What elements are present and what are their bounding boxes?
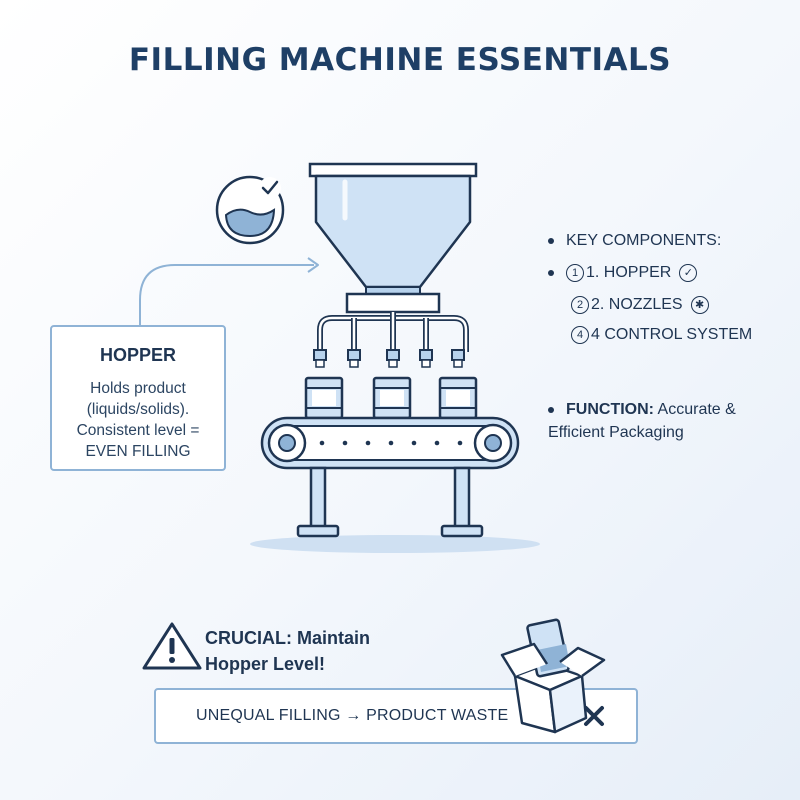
container xyxy=(438,376,478,420)
number-circle-icon: 4 xyxy=(571,326,589,344)
machine-shadow xyxy=(250,535,540,553)
bullet-icon xyxy=(548,237,554,244)
hopper xyxy=(308,162,478,314)
asterisk-circle-icon: ✱ xyxy=(690,296,709,314)
hopper-callout-heading: HOPPER xyxy=(99,345,177,365)
waste-box-icon xyxy=(500,618,606,734)
component-label: 1. HOPPER xyxy=(586,264,672,281)
nozzles xyxy=(313,349,465,368)
hopper-callout-description: Holds product (liquids/solids). Consiste… xyxy=(76,380,200,460)
warning-line-1: CRUCIAL: Maintain xyxy=(205,628,370,648)
page-title: FILLING MACHINE ESSENTIALS xyxy=(128,42,672,78)
waste-note-text: UNEQUAL FILLING → PRODUCT WASTE xyxy=(196,707,509,724)
number-circle-icon: 2 xyxy=(571,296,589,314)
warning-line-2: Hopper Level! xyxy=(205,654,326,674)
callout-arrow xyxy=(139,257,319,325)
containers xyxy=(304,376,478,420)
function-text: Accurate & Efficient Packaging xyxy=(548,401,736,441)
key-components-heading-row: KEY COMPONENTS: xyxy=(548,232,721,250)
component-label: 4 CONTROL SYSTEM xyxy=(591,326,753,343)
check-circle-icon: ✓ xyxy=(679,264,698,282)
hopper-callout: HOPPER Holds product (liquids/solids). C… xyxy=(50,325,226,471)
component-label: 2. NOZZLES xyxy=(591,296,683,313)
warning-message: CRUCIAL: Maintain Hopper Level! xyxy=(205,625,370,677)
warning-icon xyxy=(142,622,202,670)
nozzle-manifold xyxy=(317,312,469,352)
bullet-icon xyxy=(548,406,554,413)
function-block: FUNCTION: Accurate & Efficient Packaging xyxy=(548,398,778,444)
key-components-heading: KEY COMPONENTS: xyxy=(566,232,722,249)
container xyxy=(304,376,344,420)
function-label: FUNCTION: xyxy=(566,401,654,418)
conveyor-belt xyxy=(260,416,520,470)
hopper-level-icon xyxy=(215,175,285,245)
number-circle-icon: 1 xyxy=(566,264,584,282)
machine-legs xyxy=(296,466,484,538)
bullet-icon xyxy=(548,270,554,276)
